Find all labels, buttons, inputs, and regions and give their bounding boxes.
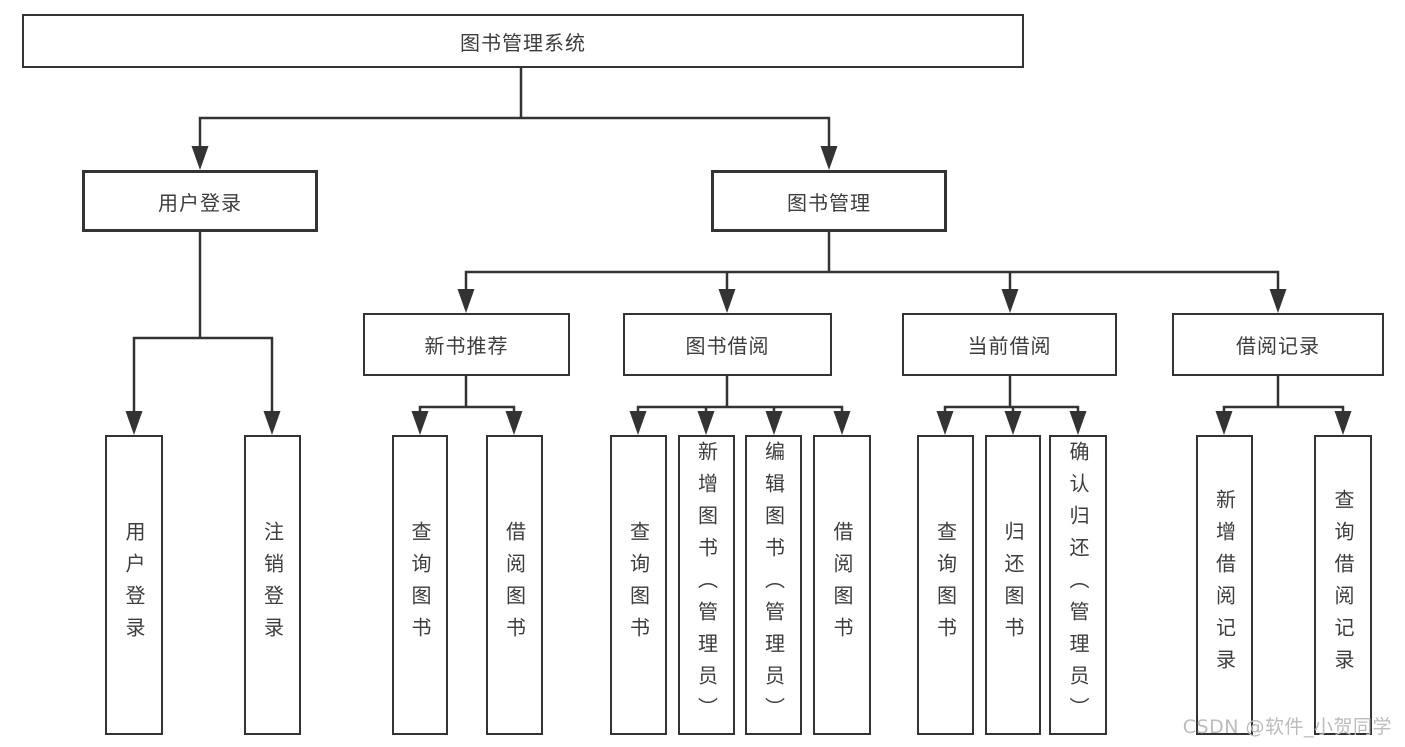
leaf-logout: 注销登录 <box>244 435 301 735</box>
leaf-query-borrow-record: 查询借阅记录 <box>1314 435 1372 735</box>
leaf-add-borrow-record: 新增借阅记录 <box>1196 435 1253 735</box>
node-user-login: 用户登录 <box>82 170 318 232</box>
leaf-return-book: 归还图书 <box>985 435 1041 735</box>
leaf-edit-book-admin: 编辑图书（管理员） <box>745 435 802 735</box>
leaf-query-books-current: 查询图书 <box>917 435 974 735</box>
node-book-management: 图书管理 <box>711 170 947 232</box>
csdn-watermark: CSDN @软件_小贺同学 <box>1182 716 1392 738</box>
node-library-system: 图书管理系统 <box>22 14 1024 68</box>
leaf-user-login: 用户登录 <box>105 435 163 735</box>
leaf-add-book-admin: 新增图书（管理员） <box>678 435 735 735</box>
leaf-query-books-recommend: 查询图书 <box>392 435 448 735</box>
node-new-book-recommend: 新书推荐 <box>363 313 570 376</box>
node-book-borrow: 图书借阅 <box>623 313 832 376</box>
node-borrow-records: 借阅记录 <box>1172 313 1384 376</box>
leaf-borrow-books-borrow: 借阅图书 <box>813 435 871 735</box>
leaf-borrow-books-recommend: 借阅图书 <box>486 435 543 735</box>
leaf-query-books-borrow: 查询图书 <box>610 435 667 735</box>
node-current-borrow: 当前借阅 <box>902 313 1117 376</box>
leaf-confirm-return-admin: 确认归还（管理员） <box>1049 435 1107 735</box>
